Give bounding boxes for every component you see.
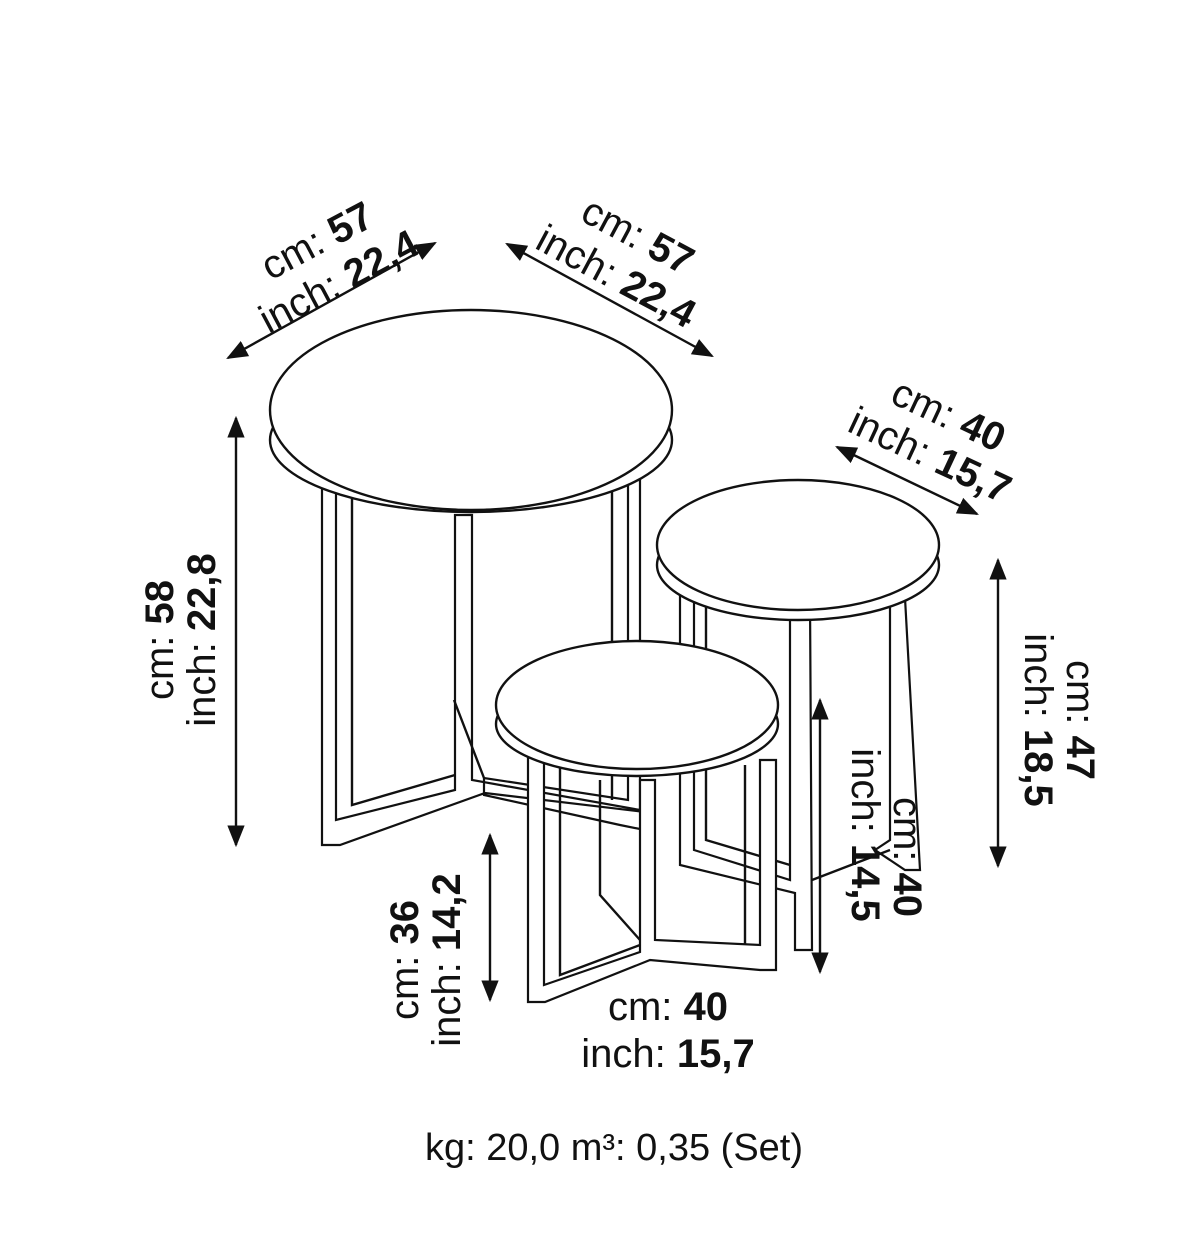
medium-diameter-arrow <box>835 445 979 516</box>
svg-text:cm: 58: cm: 58 <box>138 580 182 700</box>
svg-text:cm: 40: cm: 40 <box>885 797 929 917</box>
large-table <box>268 308 674 847</box>
small-height-label: cm: 36 inch: 14,2 <box>383 873 469 1046</box>
svg-text:inch: 14,2: inch: 14,2 <box>425 873 469 1046</box>
svg-text:cm: 40: cm: 40 <box>608 985 728 1029</box>
large-height-label: cm: 58 inch: 22,8 <box>138 553 224 726</box>
svg-text:cm: 36: cm: 36 <box>383 900 427 1020</box>
large-depth-arrow <box>505 242 714 358</box>
svg-text:cm: 47: cm: 47 <box>1058 660 1102 780</box>
medium-height-label: cm: 47 inch: 18,5 <box>1016 633 1102 806</box>
large-depth-label: cm: 57 inch: 22,4 <box>529 189 703 338</box>
svg-text:inch: 18,5: inch: 18,5 <box>1016 633 1060 806</box>
svg-text:inch: 15,7: inch: 15,7 <box>581 1032 754 1076</box>
large-width-arrow <box>226 241 437 360</box>
small-diameter-label: cm: 40 inch: 15,7 <box>581 985 754 1076</box>
medium-inner-height-label: cm: 40 inch: 14,5 <box>843 748 929 921</box>
svg-text:inch: 14,5: inch: 14,5 <box>843 748 887 921</box>
weight-volume-footer: kg: 20,0 m³: 0,35 (Set) <box>425 1127 803 1169</box>
small-table <box>494 639 780 1004</box>
svg-text:inch: 22,8: inch: 22,8 <box>180 553 224 726</box>
